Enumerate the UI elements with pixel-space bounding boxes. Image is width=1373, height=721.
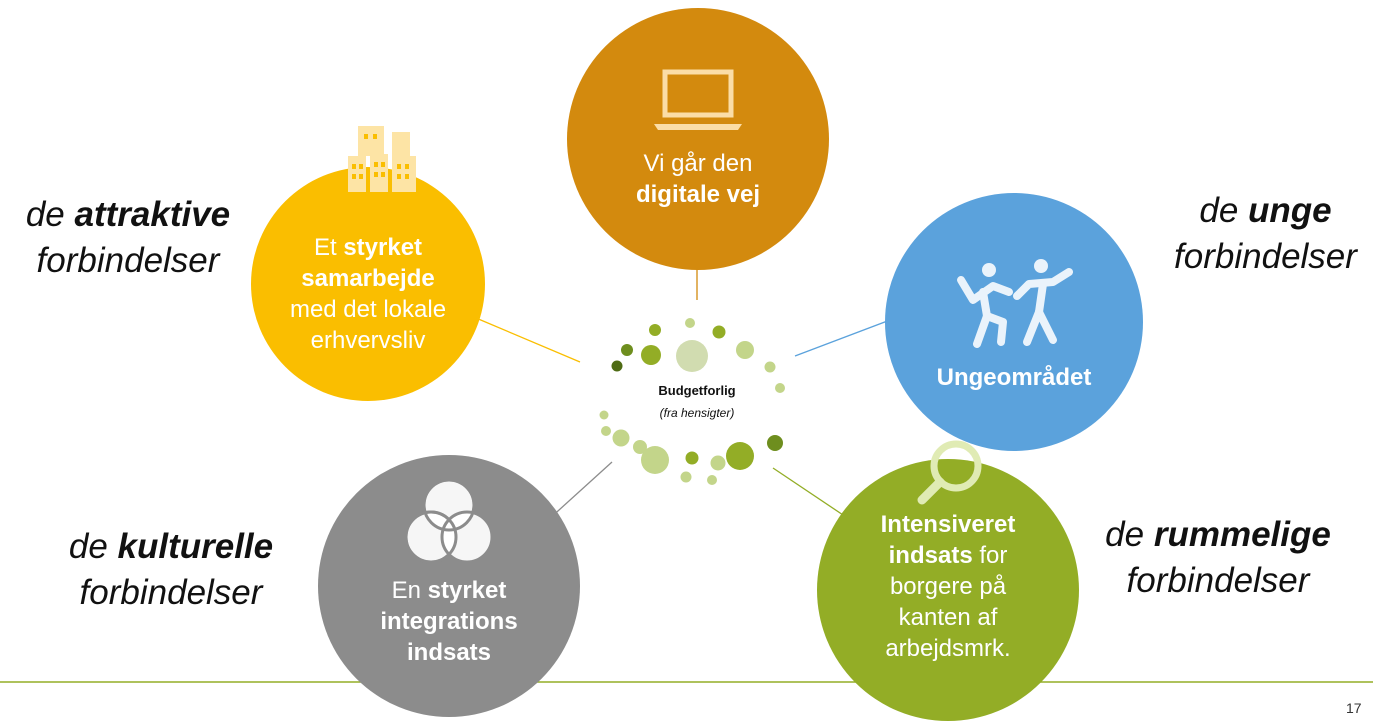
center-title: Budgetforlig (658, 383, 736, 398)
buildings-icon (348, 126, 416, 192)
page-number: 17 (1346, 700, 1362, 716)
integration-text: En styrket integrations indsats (380, 576, 518, 666)
youth-text: Ungeområdet (936, 363, 1092, 391)
label-unge: de unge forbindelser (1174, 191, 1357, 276)
center-label: Budgetforlig (fra hensigter) (617, 382, 777, 424)
intensive-text: Intensiveret indsats for borgere på kant… (880, 510, 1016, 662)
laptop-icon (654, 69, 742, 130)
business-text: Et styrket samarbejde med det lokale erh… (289, 234, 447, 354)
dancing-people-icon (957, 258, 1073, 348)
circle-youth: Ungeområdet (885, 193, 1143, 451)
label-attraktive: de attraktive forbindelser (25, 195, 231, 280)
center-subtitle: (fra hensigter) (659, 406, 735, 420)
circle-intensive: Intensiveret indsats for borgere på kant… (817, 459, 1079, 721)
circle-integration: En styrket integrations indsats (318, 455, 580, 717)
magnifier-icon (917, 440, 982, 505)
venn-diagram-icon (404, 478, 494, 563)
circle-digital: Vi går den digitale vej (567, 8, 829, 270)
label-kulturelle: de kulturelle forbindelser (68, 527, 274, 612)
digital-text: Vi går den digitale vej (635, 150, 761, 208)
budget-dot-ring (599, 318, 785, 485)
label-rummelige: de rummelige forbindelser (1105, 515, 1331, 600)
circle-business: Et styrket samarbejde med det lokale erh… (251, 167, 485, 401)
